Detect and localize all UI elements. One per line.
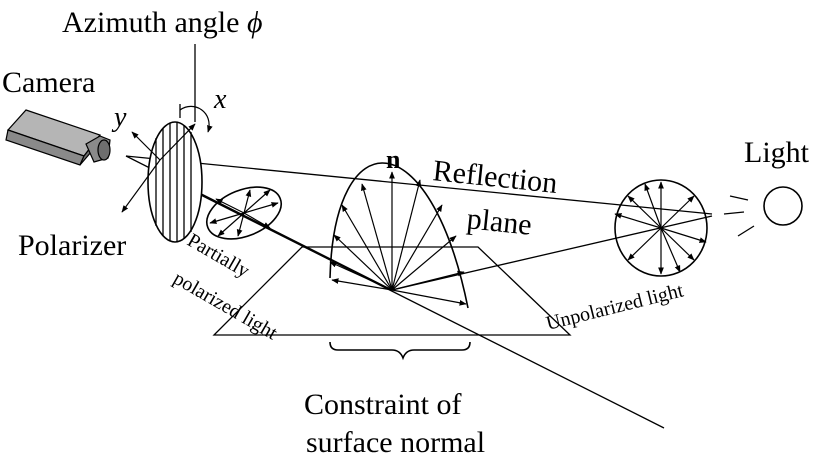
azimuth-symbol: ϕ	[247, 6, 263, 39]
polarized-light-label: polarized light	[170, 267, 282, 344]
polarizer-label: Polarizer	[18, 229, 126, 262]
normal-hemisphere	[329, 162, 469, 309]
camera-label: Camera	[2, 66, 95, 99]
constraint-label-line2: surface normal	[306, 426, 485, 459]
axis-y-label: y	[111, 102, 127, 133]
constraint-label-line1: Constraint of	[304, 388, 462, 421]
partial-polarization-ellipse	[206, 186, 282, 240]
constraint-brace	[329, 341, 471, 361]
plane-label: plane	[465, 202, 533, 242]
axis-x-label: x	[213, 84, 227, 115]
unpolarized-label: Unpolarized light	[544, 279, 686, 334]
azimuth-label: Azimuth angle ϕ	[62, 6, 262, 39]
labels: Azimuth angle ϕ Camera y x Polarizer Par…	[2, 6, 810, 459]
polarizer-disc-icon	[121, 44, 213, 243]
unpolarized-circle	[614, 179, 708, 277]
reflection-plane	[212, 246, 572, 336]
light-label: Light	[744, 136, 810, 169]
normal-label: n	[386, 145, 401, 174]
light-bulb-icon	[723, 186, 803, 237]
camera-icon	[5, 109, 111, 166]
reflection-label: Reflection	[431, 154, 559, 200]
